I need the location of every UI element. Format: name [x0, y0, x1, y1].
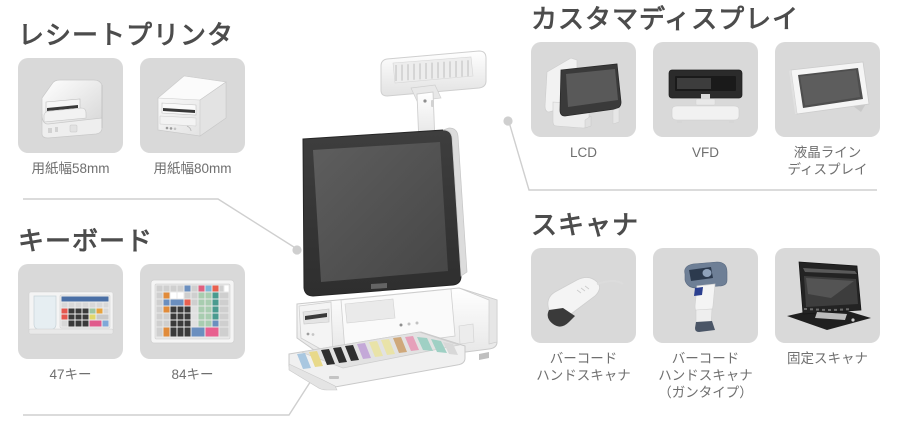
card-list-receipt-printer: 用紙幅58mm: [18, 58, 245, 178]
caption-receipt-printer-58mm: 用紙幅58mm: [31, 161, 110, 176]
thumb-display-lcd: [531, 42, 636, 137]
section-receipt-printer: レシートプリンタ: [18, 22, 245, 178]
card-scanner-fixed[interactable]: 固定スキャナ: [775, 248, 880, 402]
thumb-scanner-fixed: [775, 248, 880, 343]
thumb-scanner-gun: [653, 248, 758, 343]
card-scanner-gun[interactable]: バーコード ハンドスキャナ （ガンタイプ）: [653, 248, 758, 402]
card-list-customer-display: LCD VFD: [531, 42, 880, 179]
card-list-scanner: バーコード ハンドスキャナ バーコード ハンドスキャナ （ガンタイプ）: [531, 248, 880, 402]
section-customer-display: カスタマディスプレイ LCD: [531, 6, 880, 179]
card-receipt-printer-58mm[interactable]: 用紙幅58mm: [18, 58, 123, 178]
thumb-keyboard-84key: [140, 264, 245, 359]
section-title-customer-display: カスタマディスプレイ: [531, 4, 800, 34]
caption-display-lcd: LCD: [569, 145, 597, 160]
caption-display-lcd-line: 液晶ライン ディスプレイ: [787, 145, 868, 177]
caption-scanner-gun: バーコード ハンドスキャナ （ガンタイプ）: [658, 351, 753, 400]
thumb-keyboard-47key: [18, 264, 123, 359]
caption-keyboard-84key: 84キー: [171, 367, 214, 382]
programmable-keyboard: [288, 331, 466, 391]
card-display-vfd[interactable]: VFD: [653, 42, 758, 179]
card-receipt-printer-80mm[interactable]: 用紙幅80mm: [140, 58, 245, 178]
thumb-receipt-printer-58mm: [18, 58, 123, 153]
main-touch-screen: [302, 127, 468, 297]
card-keyboard-47key[interactable]: 47キー: [18, 264, 123, 384]
caption-receipt-printer-80mm: 用紙幅80mm: [153, 161, 232, 176]
card-list-keyboard: 47キー: [18, 264, 245, 384]
caption-scanner-fixed: 固定スキャナ: [787, 351, 868, 366]
section-keyboard: キーボード: [18, 228, 245, 384]
section-title-scanner: スキャナ: [531, 210, 640, 240]
section-scanner: スキャナ バーコード ハンドスキャナ: [531, 212, 880, 402]
card-display-lcd-line[interactable]: 液晶ライン ディスプレイ: [775, 42, 880, 179]
card-keyboard-84key[interactable]: 84キー: [140, 264, 245, 384]
caption-keyboard-47key: 47キー: [49, 367, 92, 382]
pos-terminal-illustration: [283, 38, 518, 398]
caption-scanner-hand: バーコード ハンドスキャナ: [536, 351, 631, 383]
section-title-keyboard: キーボード: [18, 226, 154, 256]
card-scanner-hand[interactable]: バーコード ハンドスキャナ: [531, 248, 636, 402]
thumb-scanner-hand: [531, 248, 636, 343]
thumb-receipt-printer-80mm: [140, 58, 245, 153]
caption-display-vfd: VFD: [692, 145, 719, 160]
card-display-lcd[interactable]: LCD: [531, 42, 636, 179]
thumb-display-lcd-line: [775, 42, 880, 137]
section-title-receipt-printer: レシートプリンタ: [18, 20, 235, 50]
thumb-display-vfd: [653, 42, 758, 137]
